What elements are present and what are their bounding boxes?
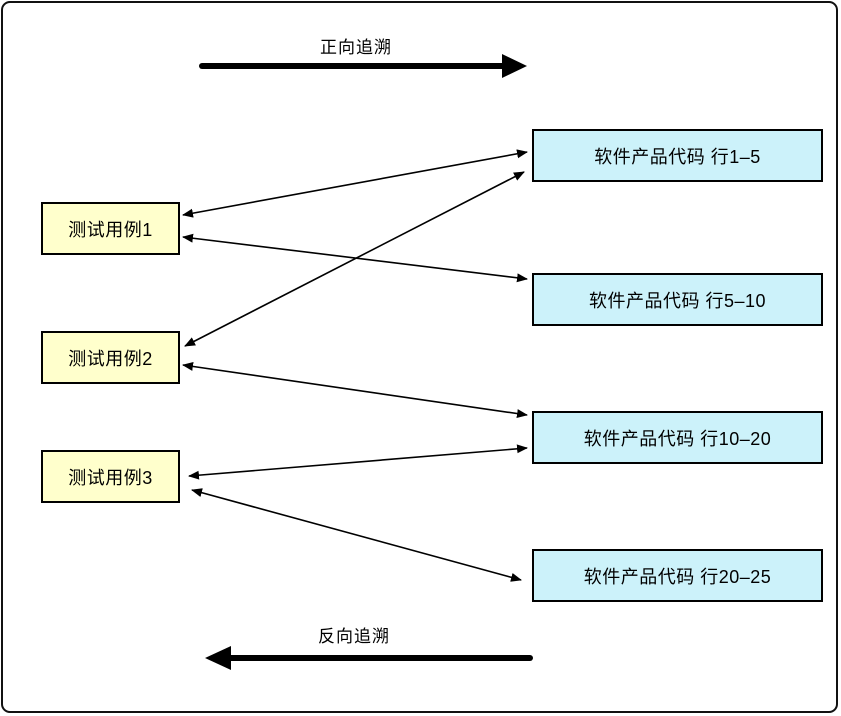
node-test-case-3-label: 测试用例3 xyxy=(68,467,153,488)
node-test-case-1-label: 测试用例1 xyxy=(68,219,153,240)
node-code-lines-1-5-label: 软件产品代码 行1–5 xyxy=(594,146,761,167)
node-code-lines-10-20: 软件产品代码 行10–20 xyxy=(532,411,823,464)
backward-trace-label: 反向追溯 xyxy=(318,627,390,646)
node-code-lines-1-5: 软件产品代码 行1–5 xyxy=(532,129,823,182)
connector-tc3-code20-25 xyxy=(191,488,522,582)
node-code-lines-20-25-label: 软件产品代码 行20–25 xyxy=(583,566,772,587)
node-code-lines-5-10-label: 软件产品代码 行5–10 xyxy=(588,290,767,311)
connector-tc1-code1-5 xyxy=(182,149,528,218)
node-code-lines-20-25: 软件产品代码 行20–25 xyxy=(532,549,823,602)
node-code-lines-10-20-label: 软件产品代码 行10–20 xyxy=(583,428,772,449)
node-test-case-1: 测试用例1 xyxy=(41,202,180,255)
connector-tc3-code10-20 xyxy=(188,444,528,480)
node-test-case-2: 测试用例2 xyxy=(41,331,180,384)
connector-tc2-code10-20 xyxy=(182,361,528,419)
node-test-case-3: 测试用例3 xyxy=(41,450,180,503)
connector-tc2-code1-5 xyxy=(184,171,525,347)
node-test-case-2-label: 测试用例2 xyxy=(68,348,153,369)
connector-tc1-code5-10 xyxy=(182,233,528,283)
forward-trace-label: 正向追溯 xyxy=(320,38,392,57)
node-code-lines-5-10: 软件产品代码 行5–10 xyxy=(532,273,823,326)
backward-trace-arrow-icon xyxy=(205,646,533,670)
